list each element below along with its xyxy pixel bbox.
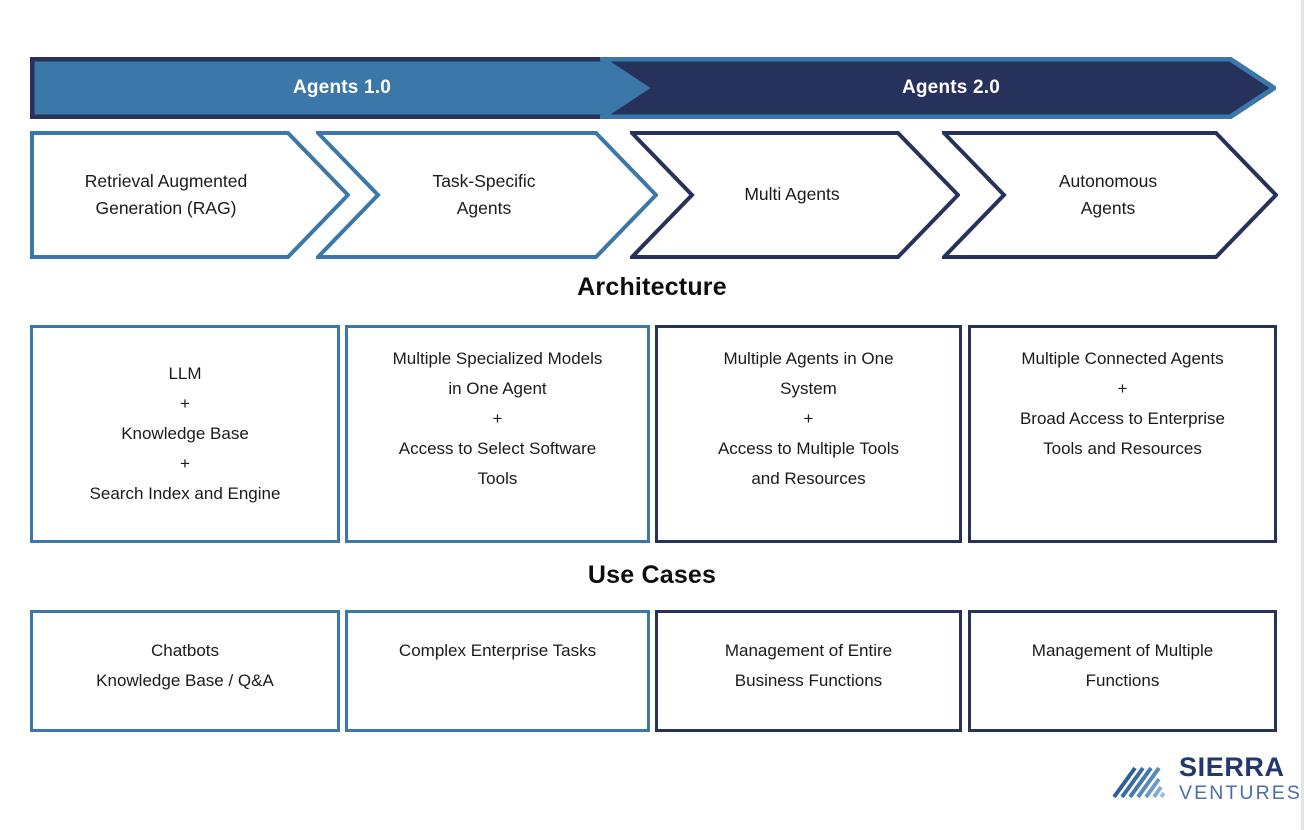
architecture-card-3[interactable]: Multiple Agents in One System + Access t…	[655, 325, 962, 543]
chevron-shape	[30, 131, 350, 259]
stage-label: Retrieval Augmented Generation (RAG)	[84, 170, 248, 218]
stage-label: Multi Agents	[744, 184, 840, 205]
sierra-ventures-logo: SIERRA VENTURES	[1108, 752, 1302, 804]
use-case-card-4[interactable]: Management of Multiple Functions	[968, 610, 1277, 732]
stage-chevron-multi-agents[interactable]: Multi Agents	[630, 131, 960, 259]
architecture-card-2[interactable]: Multiple Specialized Models in One Agent…	[345, 325, 650, 543]
phase-banner-row: Agents 1.0 Agents 2.0	[0, 0, 1301, 130]
logo-name-primary: SIERRA	[1179, 752, 1285, 782]
phase-banner-label: Agents 2.0	[901, 77, 1001, 98]
use-case-card-1[interactable]: Chatbots Knowledge Base / Q&A	[30, 610, 340, 732]
architecture-card-text: Multiple Agents in One System + Access t…	[717, 349, 900, 488]
stage-chevron-row: Retrieval Augmented Generation (RAG) Tas…	[0, 0, 1301, 300]
chevron-shape	[942, 131, 1278, 259]
stage-label: Autonomous Agents	[1058, 170, 1158, 218]
use-case-card-text: Chatbots Knowledge Base / Q&A	[96, 641, 274, 690]
stage-chevron-rag[interactable]: Retrieval Augmented Generation (RAG)	[30, 131, 350, 259]
section-heading-architecture: Architecture	[577, 273, 727, 301]
sierra-slashes-icon	[1112, 766, 1166, 798]
logo-wordmark: SIERRA VENTURES	[1179, 752, 1302, 804]
phase-banner-agents-2[interactable]: Agents 2.0	[600, 57, 1276, 119]
use-case-card-text: Management of Entire Business Functions	[724, 641, 893, 690]
phase-banner-label: Agents 1.0	[292, 77, 392, 98]
logo-name-secondary: VENTURES	[1179, 782, 1302, 804]
use-case-card-text: Complex Enterprise Tasks	[398, 641, 597, 660]
architecture-card-text: Multiple Specialized Models in One Agent…	[392, 349, 603, 488]
stage-label: Task-Specific Agents	[432, 170, 536, 218]
use-case-card-text: Management of Multiple Functions	[1031, 641, 1214, 690]
stage-chevron-autonomous-agents[interactable]: Autonomous Agents	[942, 131, 1278, 259]
banner-arrow-shape-2	[600, 57, 1276, 119]
use-case-card-2[interactable]: Complex Enterprise Tasks	[345, 610, 650, 732]
architecture-card-4[interactable]: Multiple Connected Agents + Broad Access…	[968, 325, 1277, 543]
section-heading-use-cases: Use Cases	[587, 561, 717, 589]
stage-chevron-task-specific[interactable]: Task-Specific Agents	[316, 131, 658, 259]
chevron-shape	[630, 131, 960, 259]
architecture-card-1[interactable]: LLM + Knowledge Base + Search Index and …	[30, 325, 340, 543]
use-case-card-3[interactable]: Management of Entire Business Functions	[655, 610, 962, 732]
architecture-card-text: LLM + Knowledge Base + Search Index and …	[89, 364, 281, 503]
architecture-card-text: Multiple Connected Agents + Broad Access…	[1019, 349, 1226, 458]
chevron-shape	[316, 131, 658, 259]
